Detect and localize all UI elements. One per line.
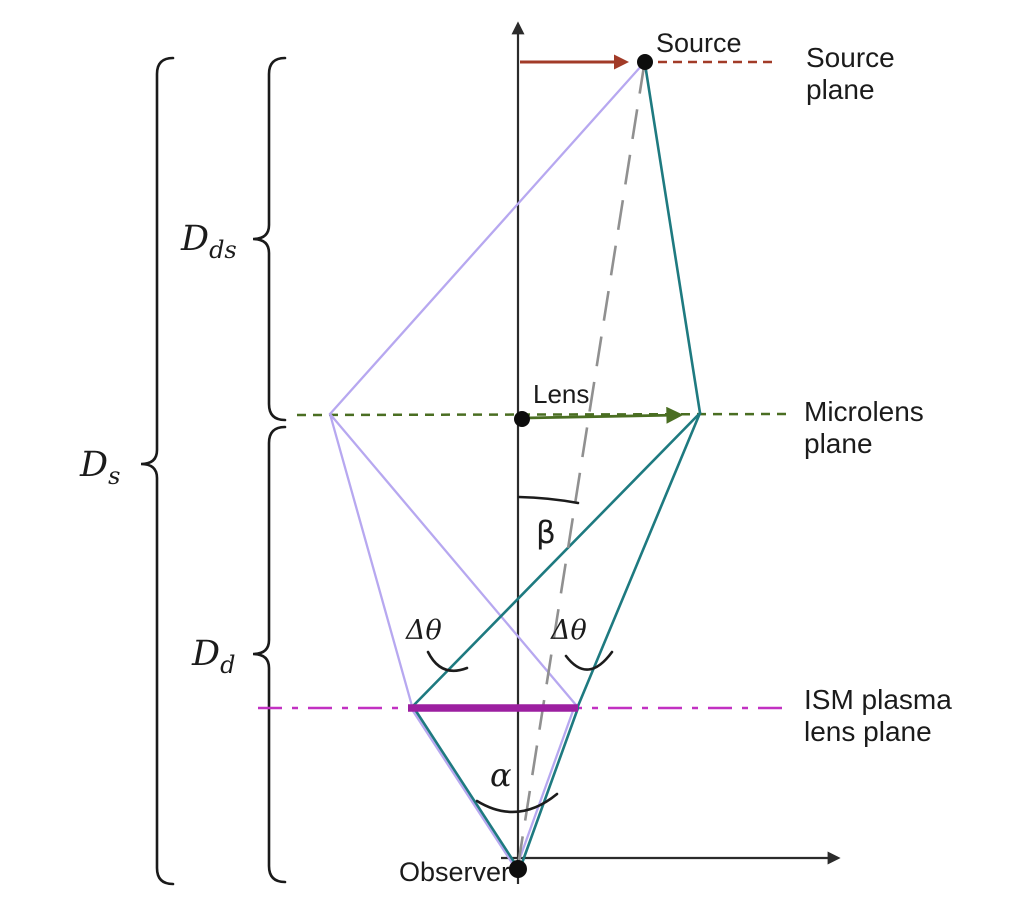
lavender-ray-source-to-lensplane [328, 62, 645, 416]
distance-d-s-label: Ds [79, 445, 120, 490]
lavender-ray-lensplane-to-plasma-right [328, 412, 578, 707]
alpha-label: α [490, 756, 512, 794]
distance-d-ds-label: Dds [180, 219, 237, 264]
delta-theta-left-label: Δθ [405, 615, 442, 646]
alpha-angle-arc [475, 792, 559, 814]
lens-point-dot [514, 411, 530, 427]
lens-label: Lens [533, 379, 589, 409]
observer-label: Observer [399, 857, 510, 887]
teal-ray-source-to-lensplane [643, 62, 702, 415]
lavender-ray-lensplane-to-plasma-left [328, 412, 414, 708]
delta-theta-right-arc [564, 650, 614, 671]
beta-angle-arc [517, 495, 580, 505]
brace-d-s [140, 56, 175, 886]
teal-ray-plasma-right-to-observer [519, 706, 580, 868]
sightline-observer-to-source [516, 65, 646, 867]
lavender-ray-plasma-left-to-observer [409, 706, 516, 868]
lavender-ray-plasma-right-to-observer [515, 706, 576, 868]
distance-d-d-label: Dd [191, 634, 235, 679]
microlens-plane-label-line1: Microlens [804, 396, 924, 427]
source-label: Source [656, 28, 742, 58]
teal-ray-plasma-left-to-observer [412, 706, 520, 870]
beta-label: β [536, 515, 556, 551]
brace-d-ds [252, 56, 287, 422]
teal-ray-lensplane-to-plasma-right [576, 411, 702, 708]
teal-ray-lensplane-to-plasma-left [411, 411, 702, 708]
microlens-plane-label-line2: plane [804, 428, 873, 459]
plasma-plane-label-line1: ISM plasma [804, 684, 952, 715]
delta-theta-left-arc [426, 650, 469, 673]
source-point-dot [637, 54, 653, 70]
microlens-deflection-arrow [523, 406, 684, 424]
source-plane-label-line2: plane [806, 74, 875, 105]
plasma-plane-label-line2: lens plane [804, 716, 932, 747]
microlens-plane-dashes [296, 412, 787, 417]
source-plane-label-line1: Source [806, 42, 895, 73]
observer-point-dot [509, 860, 527, 878]
delta-theta-right-label: Δθ [550, 615, 587, 646]
brace-d-d [252, 425, 287, 884]
